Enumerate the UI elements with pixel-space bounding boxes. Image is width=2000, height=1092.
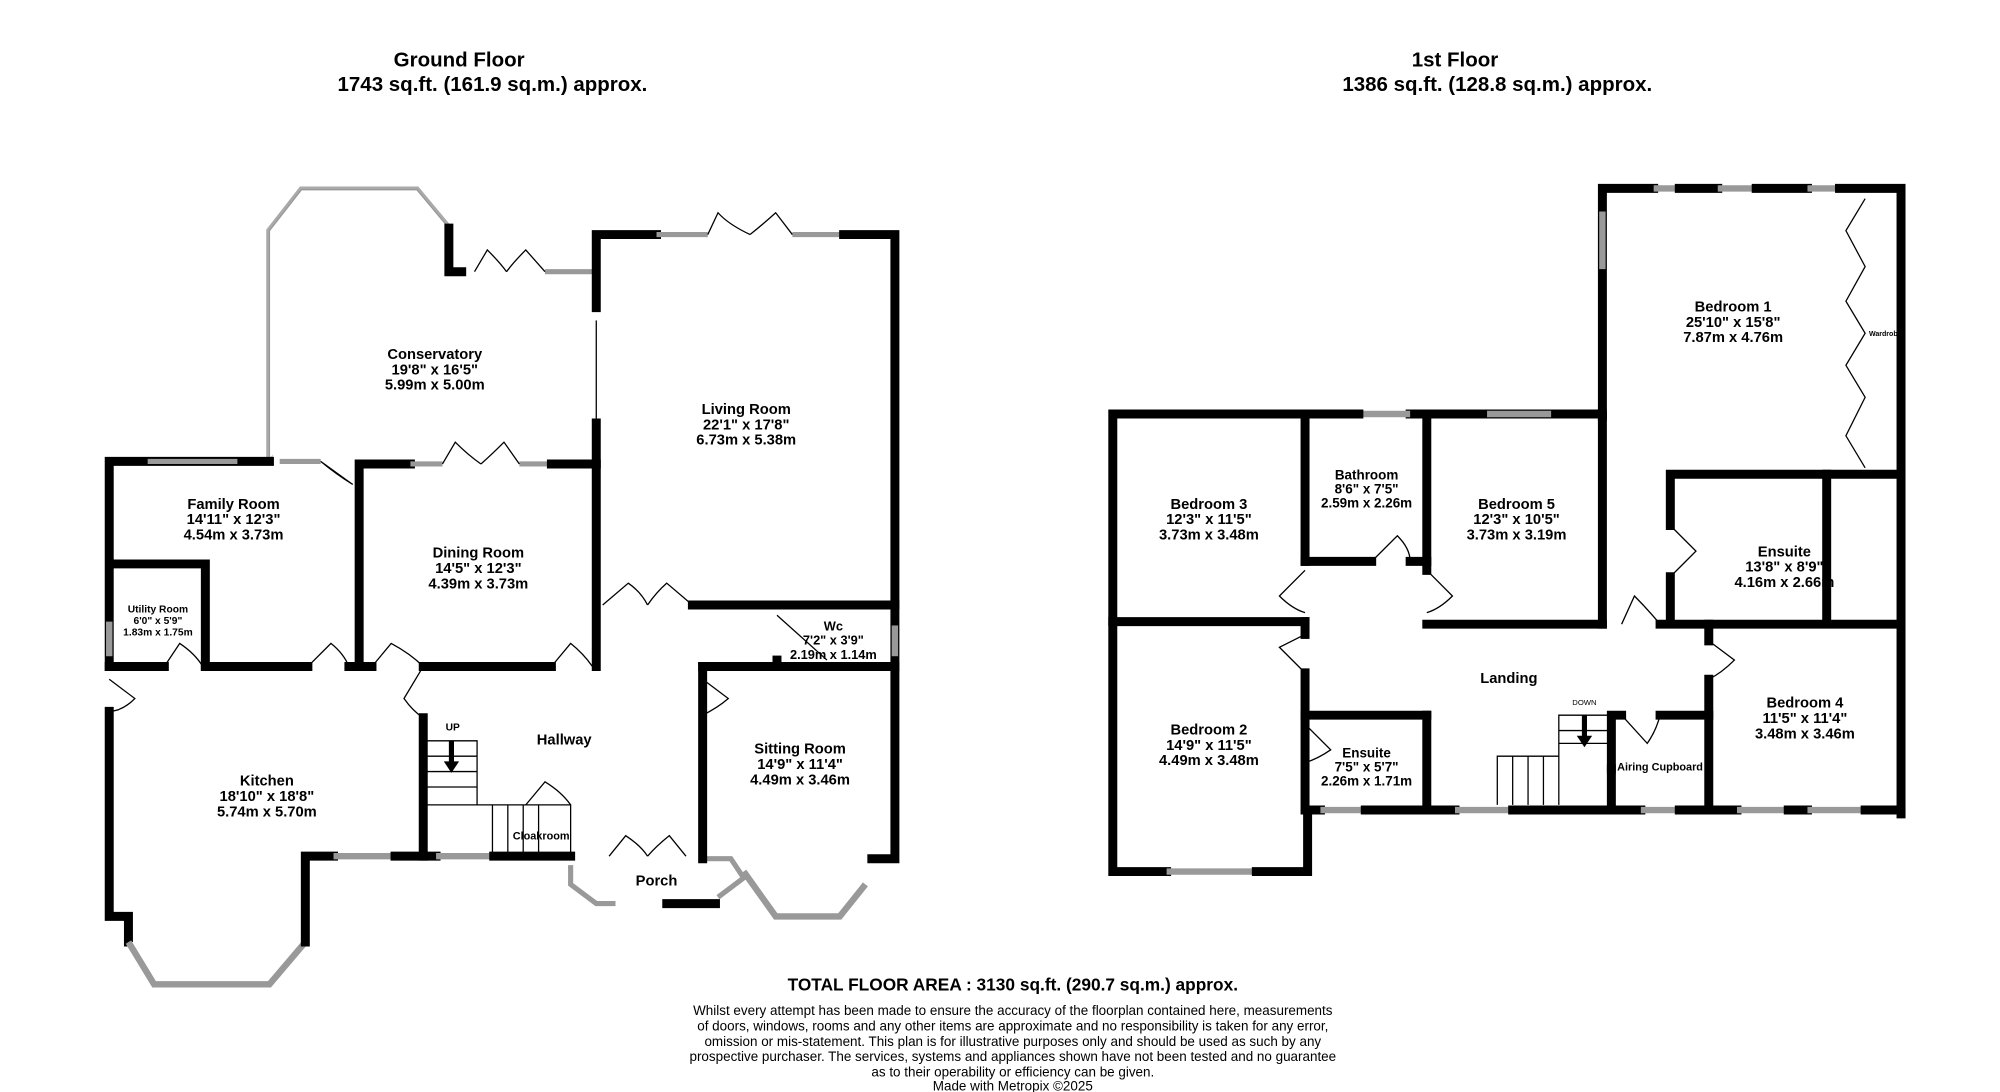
svg-text:2.19m x 1.14m: 2.19m x 1.14m [790,647,877,662]
room-bedroom-5: Bedroom 5 12'3" x 10'5" 3.73m x 3.19m [1467,497,1567,544]
svg-text:Conservatory: Conservatory [387,347,483,363]
room-bedroom-1: Bedroom 1 25'10" x 15'8" 7.87m x 4.76m [1683,299,1783,346]
svg-text:6.73m x 5.38m: 6.73m x 5.38m [696,433,796,449]
first-floor-walls: DOWN [1108,183,1906,877]
svg-text:Kitchen: Kitchen [240,774,294,790]
svg-text:1.83m x 1.75m: 1.83m x 1.75m [123,628,193,639]
svg-text:Bathroom: Bathroom [1335,467,1399,482]
room-living-room: Living Room 22'1" x 17'8" 6.73m x 5.38m [696,402,796,449]
svg-text:7'2" x 3'9": 7'2" x 3'9" [803,633,864,648]
svg-text:Ensuite: Ensuite [1758,544,1811,560]
svg-text:12'3" x 11'5": 12'3" x 11'5" [1166,512,1252,528]
svg-text:Bedroom 3: Bedroom 3 [1170,497,1247,513]
svg-text:6'0" x 5'9": 6'0" x 5'9" [134,616,183,627]
room-kitchen: Kitchen 18'10" x 18'8" 5.74m x 5.70m [217,774,317,821]
svg-text:Utility Room: Utility Room [128,605,188,616]
first-floor-area: 1386 sq.ft. (128.8 sq.m.) approx. [1342,73,1652,96]
svg-text:7.87m x 4.76m: 7.87m x 4.76m [1683,330,1783,346]
svg-text:4.54m x 3.73m: 4.54m x 3.73m [184,528,284,544]
svg-text:omission or mis-statement. Thi: omission or mis-statement. This plan is … [704,1034,1321,1049]
svg-text:25'10" x 15'8": 25'10" x 15'8" [1686,315,1781,331]
credit: Made with Metropix ©2025 [933,1079,1093,1092]
room-cloakroom: Cloakroom [513,831,570,843]
room-landing: Landing [1480,671,1537,687]
svg-text:Bedroom 1: Bedroom 1 [1695,299,1772,315]
room-utility-room: Utility Room 6'0" x 5'9" 1.83m x 1.75m [123,605,193,639]
room-hallway: Hallway [537,733,593,749]
svg-text:8'6" x 7'5": 8'6" x 7'5" [1335,481,1399,496]
room-airing-cupboard: Airing Cupboard [1617,761,1703,773]
room-bathroom: Bathroom 8'6" x 7'5" 2.59m x 2.26m [1321,467,1412,510]
svg-text:5.99m x 5.00m: 5.99m x 5.00m [385,378,485,394]
svg-text:22'1" x 17'8": 22'1" x 17'8" [703,417,789,433]
room-porch: Porch [636,874,678,890]
svg-text:3.73m x 3.48m: 3.73m x 3.48m [1159,528,1259,544]
room-bedroom-4: Bedroom 4 11'5" x 11'4" 3.48m x 3.46m [1755,695,1855,742]
total-floor-area: TOTAL FLOOR AREA : 3130 sq.ft. (290.7 sq… [788,975,1238,995]
room-family-room: Family Room 14'11" x 12'3" 4.54m x 3.73m [184,497,284,544]
svg-text:12'3" x 10'5": 12'3" x 10'5" [1473,512,1559,528]
stairs-up: UP [427,723,572,857]
svg-text:prospective purchaser. The ser: prospective purchaser. The services, sys… [689,1049,1336,1064]
room-wc: Wc 7'2" x 3'9" 2.19m x 1.14m [790,619,877,662]
svg-text:as to their operability or eff: as to their operability or efficiency ca… [871,1065,1154,1080]
svg-text:14'9" x 11'5": 14'9" x 11'5" [1166,738,1252,754]
room-sitting-room: Sitting Room 14'9" x 11'4" 4.49m x 3.46m [750,742,850,789]
svg-text:18'10" x 18'8": 18'10" x 18'8" [220,789,315,805]
svg-text:19'8" x 16'5": 19'8" x 16'5" [392,362,478,378]
stairs-down: DOWN [1496,698,1611,805]
svg-text:4.16m x 2.66m: 4.16m x 2.66m [1734,575,1834,591]
disclaimer: Whilst every attempt has been made to en… [689,1003,1336,1080]
svg-text:Bedroom 4: Bedroom 4 [1766,695,1844,711]
svg-text:4.49m x 3.46m: 4.49m x 3.46m [750,772,850,788]
ground-floor-walls: UP [104,186,900,988]
svg-text:Sitting Room: Sitting Room [754,742,846,758]
room-ensuite-1: Ensuite 13'8" x 8'9" 4.16m x 2.66m [1734,544,1834,591]
svg-text:Wc: Wc [824,619,843,634]
ground-floor-area: 1743 sq.ft. (161.9 sq.m.) approx. [337,73,647,96]
room-dining-room: Dining Room 14'5" x 12'3" 4.39m x 3.73m [428,546,528,593]
svg-text:3.48m x 3.46m: 3.48m x 3.46m [1755,726,1855,742]
stairs-down-label: DOWN [1572,698,1596,707]
svg-text:14'5" x 12'3": 14'5" x 12'3" [435,561,521,577]
svg-text:2.59m x 2.26m: 2.59m x 2.26m [1321,496,1412,511]
svg-text:3.73m x 3.19m: 3.73m x 3.19m [1467,528,1567,544]
svg-text:5.74m x 5.70m: 5.74m x 5.70m [217,804,317,820]
svg-text:14'9" x 11'4": 14'9" x 11'4" [757,757,843,773]
svg-text:Ensuite: Ensuite [1342,745,1391,760]
svg-text:of doors, windows, rooms and a: of doors, windows, rooms and any other i… [697,1018,1328,1033]
svg-text:7'5" x 5'7": 7'5" x 5'7" [1335,760,1399,775]
room-bedroom-2: Bedroom 2 14'9" x 11'5" 4.49m x 3.48m [1159,722,1259,769]
wardrobe-label: Wardrobe [1869,331,1902,338]
first-floor-title: 1st Floor [1412,49,1499,72]
room-bedroom-3: Bedroom 3 12'3" x 11'5" 3.73m x 3.48m [1159,497,1259,544]
svg-text:Dining Room: Dining Room [433,546,525,562]
svg-text:2.26m x 1.71m: 2.26m x 1.71m [1321,774,1412,789]
svg-text:4.49m x 3.48m: 4.49m x 3.48m [1159,753,1259,769]
svg-text:11'5" x 11'4": 11'5" x 11'4" [1762,711,1847,727]
svg-text:Bedroom 5: Bedroom 5 [1478,497,1555,513]
svg-text:4.39m x 3.73m: 4.39m x 3.73m [428,576,528,592]
svg-text:Bedroom 2: Bedroom 2 [1170,722,1247,738]
svg-text:14'11" x 12'3": 14'11" x 12'3" [187,512,281,528]
room-ensuite-2: Ensuite 7'5" x 5'7" 2.26m x 1.71m [1321,745,1412,788]
svg-text:13'8" x 8'9": 13'8" x 8'9" [1745,560,1823,576]
room-conservatory: Conservatory 19'8" x 16'5" 5.99m x 5.00m [385,347,485,394]
ground-floor-title: Ground Floor [394,49,525,72]
svg-text:Family Room: Family Room [187,497,279,513]
svg-text:Living Room: Living Room [702,402,791,418]
svg-text:Whilst every attempt has been: Whilst every attempt has been made to en… [693,1003,1333,1018]
stairs-up-label: UP [446,723,460,734]
